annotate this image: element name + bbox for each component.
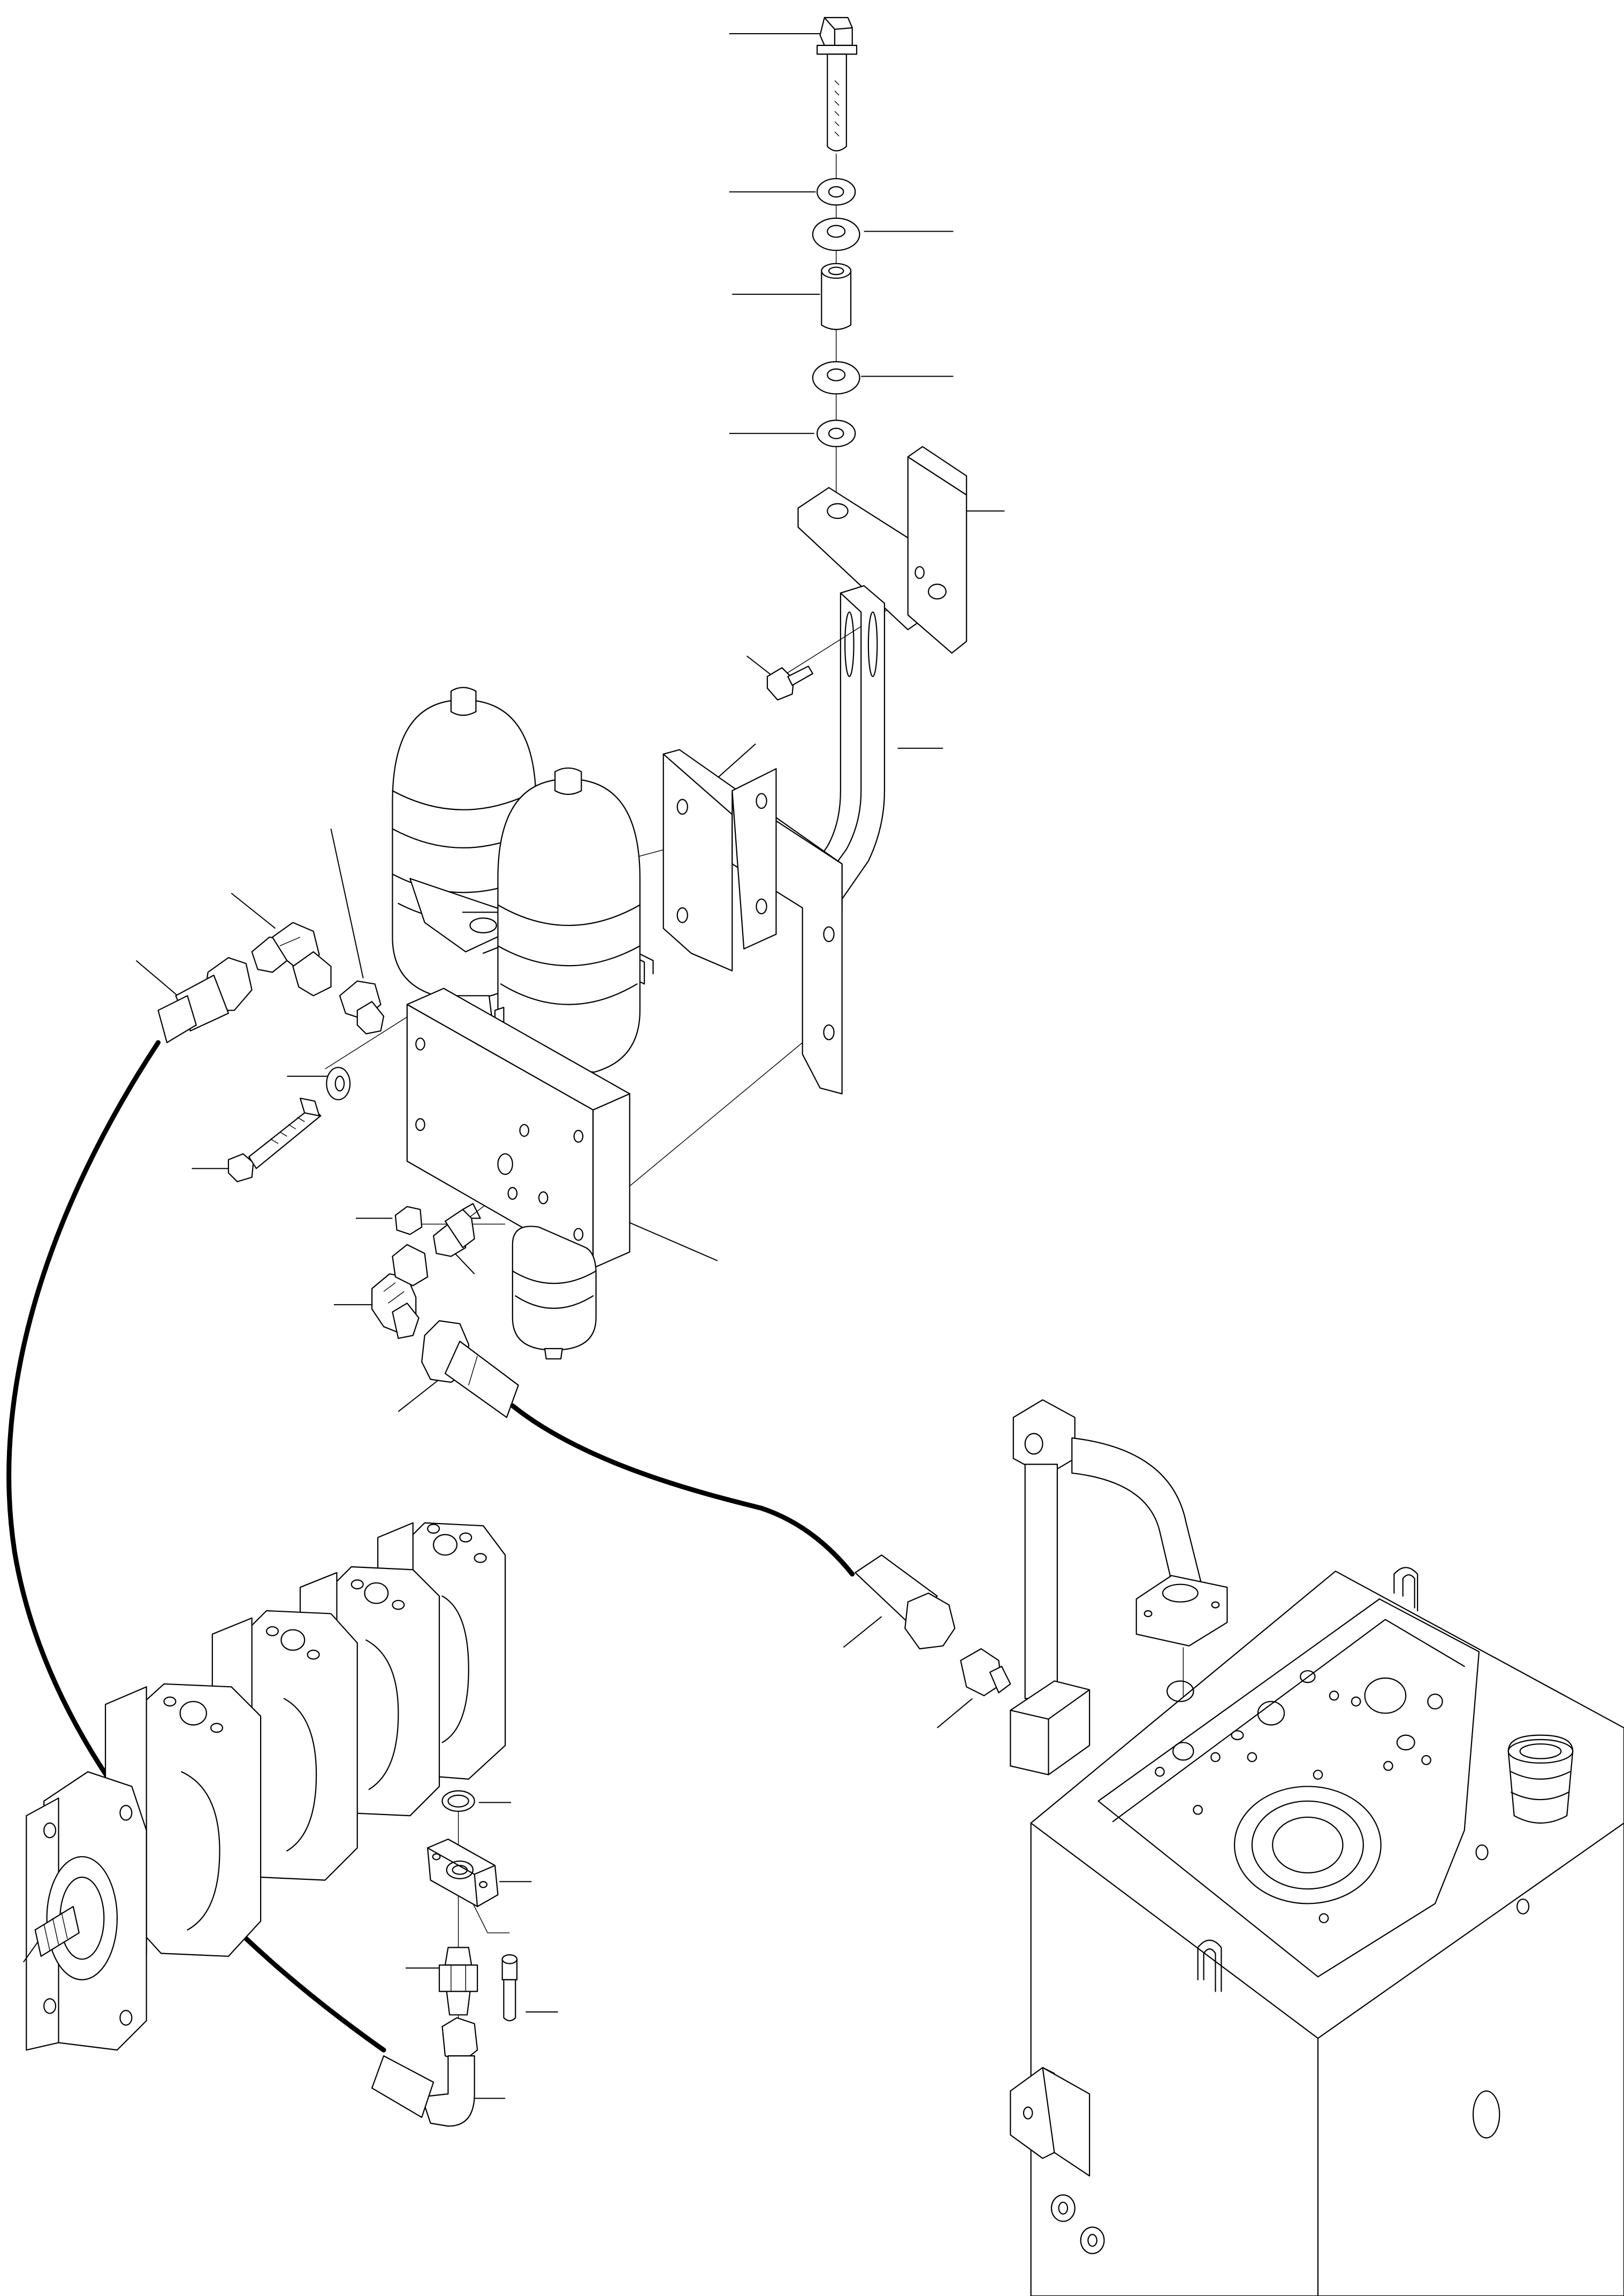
socket-head-screw — [502, 1955, 517, 2021]
hose-end-left — [158, 958, 252, 1043]
hex-bolt-block — [228, 1098, 321, 1182]
bracket-screw — [767, 666, 813, 700]
leader-line-elbow — [231, 893, 275, 929]
washer-1 — [817, 179, 855, 205]
hose-elbow-fitting — [372, 2018, 477, 2126]
leader-line-valve-block — [630, 1223, 718, 1261]
tandem-hydraulic-pump — [24, 1523, 505, 2050]
straight-adapter-top — [340, 981, 384, 1034]
o-ring — [442, 1791, 474, 1811]
hydraulic-hose-mid — [513, 1406, 852, 1574]
hose-end-mid — [422, 1321, 519, 1418]
accumulator-bottom — [513, 1226, 596, 1359]
mounting-bracket-plate — [664, 749, 842, 1093]
elbow-fitting-top — [252, 922, 331, 996]
leader-line-hose-end-right — [843, 1617, 881, 1647]
plug — [395, 1206, 422, 1234]
washer-block — [326, 1067, 350, 1099]
callout-leader-lines — [136, 34, 1005, 2099]
split-flange — [428, 1839, 498, 1907]
hose-end-right — [855, 1555, 955, 1649]
spacer-sleeve — [821, 264, 851, 330]
washer-2 — [813, 218, 860, 250]
support-arm — [803, 586, 885, 899]
hex-bolt-long — [817, 18, 857, 151]
straight-adapter-pump — [439, 1948, 477, 2015]
swivel-fitting — [372, 1245, 428, 1338]
mounting-bracket-angle — [798, 447, 967, 653]
leader-line-plate-bracket — [715, 744, 756, 780]
leader-line-bracket-screw — [747, 656, 773, 676]
leader-line-accumulator-clamp — [331, 829, 363, 978]
hydraulic-tank — [1010, 1567, 1624, 2296]
leader-line-hose-end-mid — [398, 1379, 439, 1411]
leader-line-adapter-tank — [937, 1698, 972, 1728]
straight-adapter-tank — [960, 1649, 1010, 1696]
washer-4 — [817, 420, 855, 447]
straight-adapter-block — [433, 1204, 481, 1257]
washer-3 — [813, 362, 860, 394]
return-pipe — [1010, 1400, 1227, 1775]
